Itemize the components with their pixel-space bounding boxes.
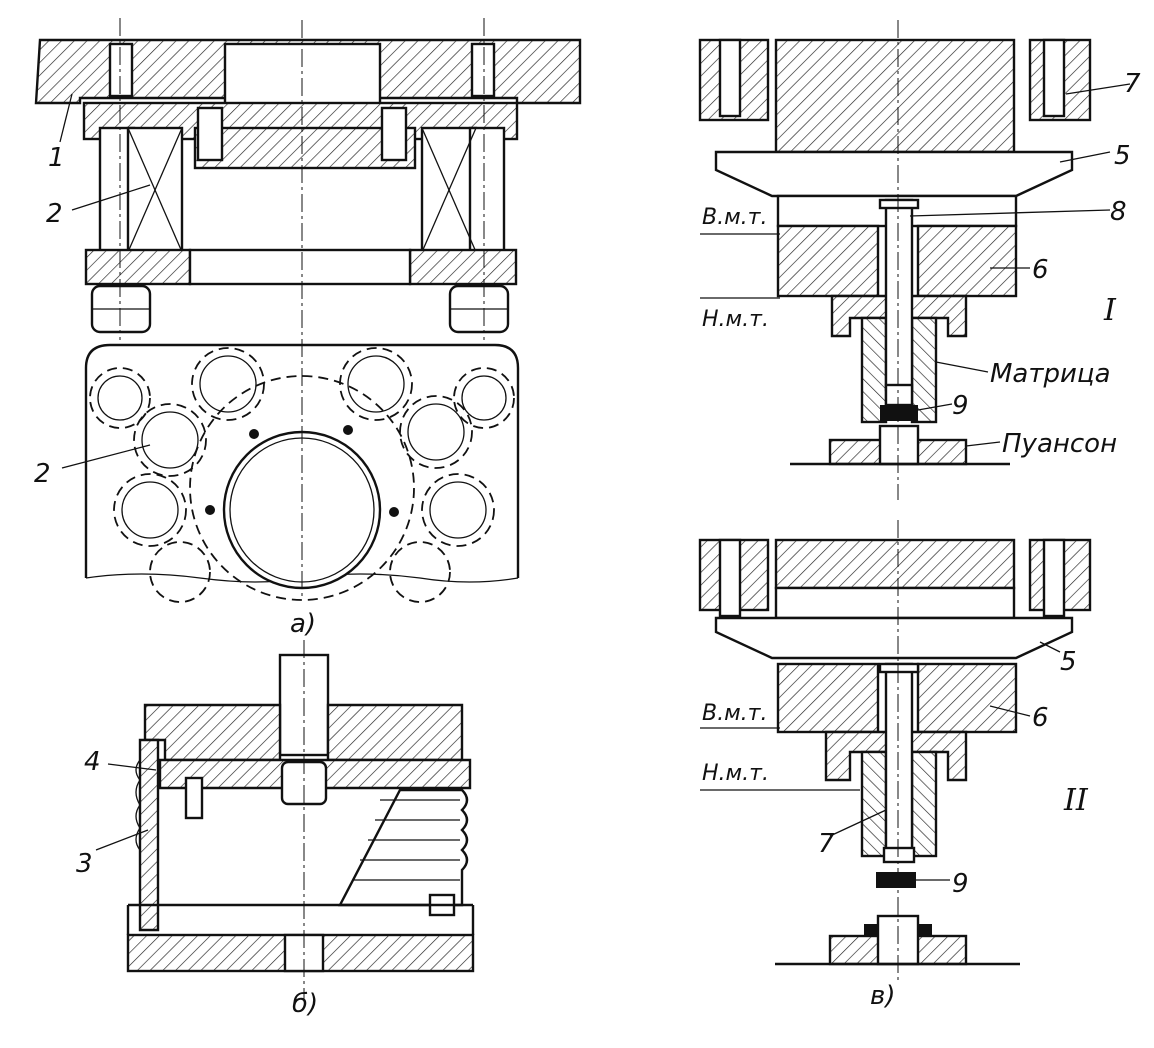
bdc-label-stage-1: Н.м.т. [702,307,769,332]
panel-a: 1 2 2 а) [34,18,582,639]
lower-plate-right [408,248,518,286]
rod-8 [884,198,914,392]
column-outer-right [468,126,506,254]
callout-8: 8 [1110,197,1127,227]
side-wall [138,738,160,932]
bolt-circle [189,375,415,601]
rod-7 [884,662,914,852]
callout-4: 4 [84,747,101,777]
die-label: Матрица [990,359,1111,389]
screw-left [196,106,224,162]
callout-9-stage-2: 9 [952,869,969,899]
callout-6-stage-1: 6 [1032,255,1049,285]
rod-left-1 [718,38,742,118]
screw-right [380,106,408,162]
callout-7-stage-1: 7 [1124,69,1141,99]
stepped-body [338,788,469,907]
bdc-label-stage-2: Н.м.т. [702,761,769,786]
callout-2-bottom: 2 [34,459,51,489]
callout-3: 3 [76,849,93,879]
callout-9-stage-1: 9 [952,391,969,421]
die-6-left [776,224,880,298]
rod-right-1 [1042,38,1066,118]
die-6-right-2 [916,662,1018,734]
punch-label: Пуансон [1002,429,1117,459]
ram-2 [774,538,1016,590]
callout-7-stage-2: 7 [818,829,835,859]
bolt-left [108,42,134,98]
caption-b: б) [292,989,318,1019]
die-6-left-2 [776,662,880,734]
panel-v-stage-1: 7 5 8 6 9 В.м.т. Н.м.т. I Матрица Пуансо… [698,20,1141,500]
slider-5-stage-1 [714,150,1074,198]
caption-v: в) [870,981,895,1011]
rod-left-2 [718,538,742,618]
lower-plate-left [84,248,192,286]
tdc-label-stage-2: В.м.т. [702,701,767,726]
callout-5-stage-1: 5 [1114,141,1131,171]
panel-v-stage-2: 5 6 7 9 В.м.т. Н.м.т. II в) [698,520,1092,1011]
callout-6-stage-2: 6 [1032,703,1049,733]
ram-1 [774,38,1016,154]
stage-roman-2: II [1063,783,1089,818]
die-6-right [916,224,1018,298]
caption-a: а) [290,609,316,639]
top-plate [143,703,282,762]
bolt-right [470,42,496,98]
rod-right-2 [1042,538,1066,618]
tdc-label-stage-1: В.м.т. [702,205,767,230]
part-9-stage-1 [880,405,918,421]
screw-b [184,776,204,820]
stage-roman-1: I [1103,293,1117,328]
part-9-stage-2 [876,872,916,888]
bolt-holes [89,347,515,603]
upper-block [193,126,417,170]
slider-5-stage-2 [714,616,1074,660]
callout-2-top: 2 [46,199,63,229]
lower-plate-center [188,248,412,286]
callout-5-stage-2: 5 [1060,647,1077,677]
panel-b: 4 3 б) [76,640,475,1019]
callout-1: 1 [48,143,65,173]
